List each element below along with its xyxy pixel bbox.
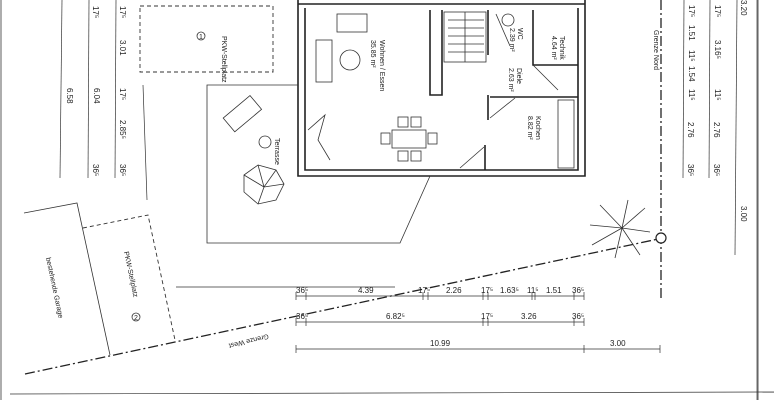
dim-bottom-1-4: 17⁵ [481,286,493,295]
house-walls [297,0,586,177]
dim-bottom-3-0: 10.99 [430,339,451,348]
dim-bottom-1-1: 4.39 [358,286,374,295]
dim-bottom-1-0: 36⁵ [296,286,308,295]
dim-bottom-1-5: 1.63⁵ [500,286,519,295]
dim-left-1-0: 6.58 [65,88,74,104]
dim-right-2-1: 3.16⁵ [713,40,722,59]
dim-left-3-1: 3.01 [118,40,127,56]
parking-2-number: 2 [134,315,138,322]
living-area: 35.85 m² [369,40,376,68]
parking-1-number: 1 [199,34,203,41]
dim-right-1-2: 11⁵ [687,50,696,62]
terrace-label: Terrasse [273,138,280,165]
dim-bottom-1-3: 2.26 [446,286,462,295]
parking-1-outline [139,5,274,73]
dimension-lines-bottom [9,286,774,395]
dim-right-1-6: 36⁵ [686,164,695,176]
parking-1-marker [196,31,206,41]
dim-bottom-2-4: 36⁵ [572,312,584,321]
parking-2-label: PKW-Stellplatz [122,251,139,298]
technik-label: Technik [558,36,565,60]
parking-2-marker [131,312,141,322]
dim-left-2-0: 17⁵ [91,6,100,18]
dimension-lines-left [59,0,148,201]
dim-bottom-1-6: 11⁵ [527,286,539,295]
furniture [222,13,575,205]
boundary-west [24,237,664,375]
dim-bottom-1-7: 1.51 [546,286,562,295]
dim-right-1-4: 11⁵ [687,89,696,101]
diele-label: Diele [515,68,522,84]
living-label: Wohnen / Essen [378,40,385,91]
boundary-corner-marker [655,232,667,244]
dim-left-2-2: 36⁵ [91,164,100,176]
dim-bottom-1-8: 36⁵ [572,286,584,295]
dim-right-1-1: 1.51 [687,25,696,41]
staircase [443,11,487,63]
kochen-label: Kochen [534,116,541,140]
wc-area: 2.39 m² [508,28,515,52]
dim-right-2-3: 2.76 [712,122,721,138]
dim-right-3-1: 3.00 [739,206,748,222]
wc-label: WC [516,28,523,40]
diele-area: 2.63 m² [507,68,514,92]
dim-right-2-0: 17⁵ [713,5,722,17]
boundary-west-label: Grenze West [228,332,269,349]
parking-1-label: PKW-Stellplatz [220,36,227,83]
dim-right-1-3: 1.54 [687,66,696,82]
boundary-north-label: Grenze Nord [652,30,659,70]
garage-label: bestehende Garage [44,257,64,319]
garage-outline [23,202,111,356]
dimension-lines-right [682,0,758,400]
dim-bottom-2-1: 6.82⁵ [386,312,405,321]
dim-right-2-2: 11⁵ [713,89,722,101]
tree-icon [589,199,651,259]
dim-left-3-2: 17⁵ [118,88,127,100]
dim-right-1-5: 2.76 [686,122,695,138]
parking-2-outline [82,214,176,341]
dim-right-1-0: 17⁵ [687,5,696,17]
dim-left-3-0: 17⁵ [118,6,127,18]
dim-left-3-3: 2.85⁵ [118,120,127,139]
dim-right-3-0: 3.20 [739,0,748,16]
dim-bottom-1-2: 17⁵ [418,286,430,295]
dim-bottom-2-0: 36⁵ [296,312,308,321]
kochen-area: 8.82 m² [526,116,533,140]
dim-bottom-2-2: 17⁵ [481,312,493,321]
dim-bottom-2-3: 3.26 [521,312,537,321]
dim-right-2-4: 36⁵ [712,164,721,176]
dim-left-3-4: 36⁵ [118,164,127,176]
technik-area: 4.64 m² [550,36,557,60]
dim-left-2-1: 6.04 [92,88,101,104]
terrace-outline [206,84,431,244]
dim-bottom-3-1: 3.00 [610,339,626,348]
